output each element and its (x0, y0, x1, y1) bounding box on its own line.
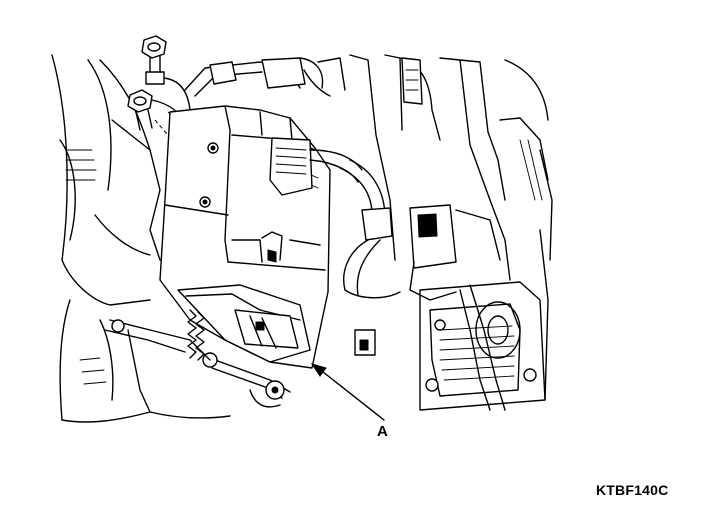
lower-bolt (127, 89, 153, 131)
figure-code: KTBF140C (596, 482, 669, 498)
small-tab (354, 329, 376, 356)
callout-label-a: A (377, 423, 388, 440)
wire-harness (339, 159, 401, 299)
lower-bracket (177, 284, 311, 363)
pedal-assembly (419, 229, 549, 411)
switch-block (409, 199, 511, 301)
steering-column (349, 54, 553, 261)
linkage-rod (104, 319, 291, 408)
left-housing (51, 54, 231, 423)
harness-connector (269, 137, 363, 196)
top-bracket (184, 57, 346, 97)
callout-arrow (310, 363, 385, 421)
upper-bolt (141, 35, 167, 85)
